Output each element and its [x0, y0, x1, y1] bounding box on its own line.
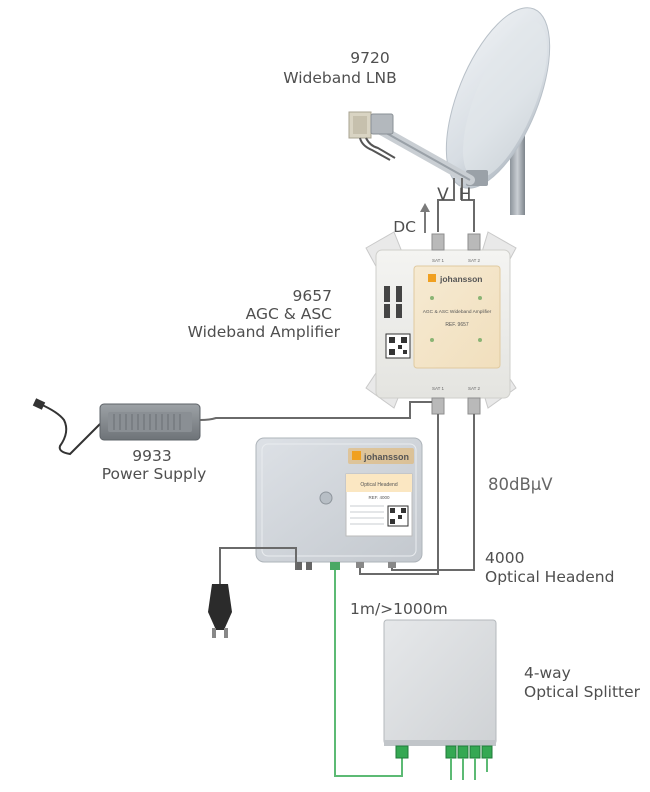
power-supply-9933	[32, 398, 432, 456]
optical-splitter	[383, 619, 497, 780]
amplifier-ref: REF. 9657	[445, 322, 469, 328]
fiber-link	[334, 570, 403, 777]
dc-arrow	[420, 203, 430, 233]
lnb-model-label: 9720	[350, 49, 390, 67]
amplifier-name-line1: AGC & ASC	[245, 305, 332, 323]
fiber-length-label: 1m/>1000m	[350, 600, 448, 618]
satellite-dish	[445, 7, 551, 215]
lnb-cables	[437, 178, 475, 232]
amplifier-panel-title: AGC & ASC Wideband Amplifier	[423, 309, 492, 315]
amplifier-port-in-1: SAT 1	[432, 258, 445, 263]
amplifier-port-in-2: SAT 2	[468, 258, 481, 263]
amplifier-port-out-1: SAT 1	[432, 386, 445, 391]
signal-level-label: 80dBµV	[488, 475, 553, 494]
lnb-name-label: Wideband LNB	[283, 69, 397, 87]
headend-ref: REF. 4000	[368, 495, 390, 500]
amplifier-9657: johansson AGC & ASC Wideband Amplifier R…	[365, 231, 517, 415]
amplifier-brand: johansson	[439, 274, 483, 284]
amplifier-port-out-2: SAT 2	[468, 386, 481, 391]
headend-brand: johansson	[363, 452, 409, 462]
amplifier-model-label: 9657	[292, 287, 332, 305]
polarity-v-label: V	[437, 185, 449, 205]
polarity-h-label: H	[458, 185, 472, 205]
splitter-name-line1: 4-way	[524, 664, 571, 682]
headend-sticker-title: Optical Headend	[360, 482, 397, 488]
optical-headend-4000: johansson Optical Headend REF. 4000	[255, 437, 423, 570]
headend-screw	[319, 491, 333, 505]
splitter-name-line2: Optical Splitter	[524, 683, 641, 701]
lnb-device	[348, 111, 396, 161]
power-supply-name-label: Power Supply	[101, 465, 207, 483]
headend-name-label: Optical Headend	[485, 568, 615, 586]
amplifier-name-line2: Wideband Amplifier	[187, 323, 340, 341]
headend-model-label: 4000	[485, 549, 525, 567]
dc-label: DC	[393, 218, 416, 236]
power-supply-model-label: 9933	[132, 447, 172, 465]
mains-plug	[208, 547, 297, 638]
